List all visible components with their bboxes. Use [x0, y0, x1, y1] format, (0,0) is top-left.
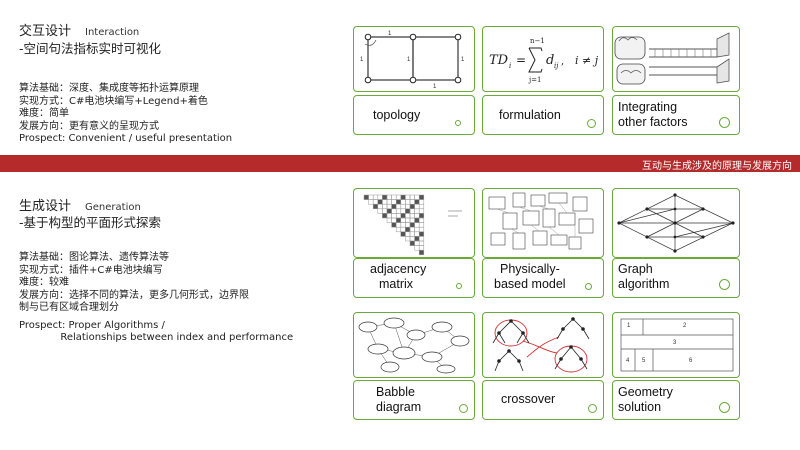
info-line: 发展方向：更有意义的呈现方式	[19, 120, 159, 132]
babble-image[interactable]	[353, 312, 475, 378]
info-line: Prospect: Proper Algorithms /	[19, 319, 165, 331]
geometry-image[interactable]: 1 2 3 4 5 6	[612, 312, 740, 378]
generation-subtitle: -基于构型的平面形式探索	[19, 215, 162, 230]
babble-diagram-graphic	[358, 317, 470, 374]
topology-image[interactable]: 1 1 1 1 1	[353, 26, 475, 92]
generation-title-en: Generation	[85, 202, 141, 213]
geometry-cell-label: 3	[673, 340, 677, 346]
svg-text:n−1: n−1	[530, 37, 545, 45]
edge-label: 1	[433, 84, 437, 90]
adjacency-label-line1: adjacency	[370, 262, 427, 276]
physically-label-line2: based model	[494, 277, 566, 291]
integrating-sketch	[614, 32, 730, 85]
interaction-title-cn: 交互设计	[19, 24, 72, 39]
integrating-image[interactable]	[612, 26, 740, 92]
info-line: 发展方向：选择不同的算法，更多几何形式，边界限	[19, 289, 249, 301]
babble-label-line1: Babble	[376, 385, 415, 399]
svg-text:ij: ij	[554, 62, 559, 70]
adjacency-card[interactable]: adjacency matrix	[353, 258, 475, 298]
physically-image[interactable]	[482, 188, 604, 258]
edge-label: 1	[388, 31, 392, 37]
graph-label-line1: Graph	[618, 262, 653, 276]
svg-text:,: ,	[561, 56, 564, 67]
info-line: 难度：较难	[19, 277, 69, 288]
geometry-graphic: 1 2 3 4 5 6	[620, 318, 734, 372]
section-banner: 互动与生成涉及的原理与发展方向	[0, 155, 800, 172]
integrating-card[interactable]: Integrating other factors	[612, 95, 740, 135]
graph-label-line2: algorithm	[618, 277, 670, 291]
integrating-label-line1: Integrating	[618, 100, 678, 114]
radio-icon[interactable]	[719, 279, 730, 290]
topology-label: topology	[373, 108, 421, 122]
topology-card[interactable]: topology	[353, 95, 475, 135]
physically-model-graphic	[488, 192, 594, 250]
edge-label: 1	[360, 57, 364, 63]
radio-icon[interactable]	[455, 120, 461, 126]
svg-text:j=1: j=1	[528, 76, 542, 84]
crossover-label: crossover	[501, 392, 556, 406]
edge-label: 1	[461, 57, 465, 63]
info-line: 制与已有区域合理划分	[19, 302, 119, 313]
babble-card[interactable]: Babble diagram	[353, 380, 475, 420]
info-line: 算法基础：图论算法、遗传算法等	[19, 252, 169, 263]
geometry-cell-label: 5	[642, 358, 646, 364]
physically-label-line1: Physically-	[500, 262, 560, 276]
crossover-graphic	[492, 317, 590, 373]
geometry-cell-label: 4	[626, 358, 630, 364]
formulation-label: formulation	[499, 108, 561, 122]
formula-graphic: TD i = n−1 j=1 d ij , i ≠ j	[489, 37, 599, 84]
geometry-label-line1: Geometry	[618, 385, 673, 399]
interaction-subtitle: -空间句法指标实时可视化	[19, 41, 162, 56]
graph-card[interactable]: Graph algorithm	[612, 258, 740, 298]
radio-icon[interactable]	[588, 404, 597, 413]
interaction-info: 算法基础：深度、集成度等拓扑运算原理 实现方式：C#电池块编写+Legend+着…	[19, 83, 232, 146]
banner-text: 互动与生成涉及的原理与发展方向	[642, 161, 792, 172]
formulation-card[interactable]: formulation	[482, 95, 604, 135]
interaction-heading: 交互设计 Interaction	[19, 20, 139, 39]
radio-icon[interactable]	[585, 283, 592, 290]
info-line: 算法基础：深度、集成度等拓扑运算原理	[19, 83, 199, 94]
geometry-cell-label: 1	[627, 323, 631, 329]
radio-icon[interactable]	[719, 402, 730, 413]
radio-icon[interactable]	[456, 283, 462, 289]
svg-text:TD: TD	[489, 53, 509, 68]
formulation-image[interactable]: TD i = n−1 j=1 d ij , i ≠ j	[482, 26, 604, 92]
info-line: Relationships between index and performa…	[19, 332, 294, 343]
info-line: Prospect: Convenient / useful presentati…	[19, 133, 233, 144]
info-line: 实现方式：C#电池块编写+Legend+着色	[19, 95, 208, 107]
interaction-title-en: Interaction	[85, 27, 140, 38]
adjacency-label-line2: matrix	[379, 277, 414, 291]
adjacency-matrix-graphic	[363, 194, 462, 256]
generation-info: 算法基础：图论算法、遗传算法等 实现方式：插件+C#电池块编写 难度：较难 发展…	[19, 252, 293, 345]
svg-text:=: =	[516, 53, 526, 67]
crossover-card[interactable]: crossover	[482, 380, 604, 420]
geometry-card[interactable]: Geometry solution	[612, 380, 740, 420]
radio-icon[interactable]	[459, 404, 468, 413]
crossover-image[interactable]	[482, 312, 604, 378]
info-line: 实现方式：插件+C#电池块编写	[19, 264, 163, 276]
graph-algorithm-graphic	[617, 193, 735, 253]
babble-label-line2: diagram	[376, 400, 422, 414]
geometry-cell-label: 2	[683, 323, 687, 329]
integrating-label-line2: other factors	[618, 115, 688, 129]
geometry-label-line2: solution	[618, 400, 662, 414]
radio-icon[interactable]	[587, 119, 596, 128]
svg-text:i ≠ j: i ≠ j	[575, 54, 599, 67]
adjacency-image[interactable]	[353, 188, 475, 258]
generation-title-cn: 生成设计	[19, 199, 72, 214]
info-line: 难度：简单	[19, 108, 69, 119]
svg-text:d: d	[546, 53, 554, 68]
topology-graph: 1 1 1 1 1	[360, 31, 465, 90]
physically-card[interactable]: Physically- based model	[482, 258, 604, 298]
graph-image[interactable]	[612, 188, 740, 258]
geometry-cell-label: 6	[689, 358, 693, 364]
generation-heading: 生成设计 Generation	[19, 195, 141, 214]
radio-icon[interactable]	[719, 117, 730, 128]
svg-text:i: i	[509, 62, 511, 70]
edge-label: 1	[407, 57, 411, 63]
